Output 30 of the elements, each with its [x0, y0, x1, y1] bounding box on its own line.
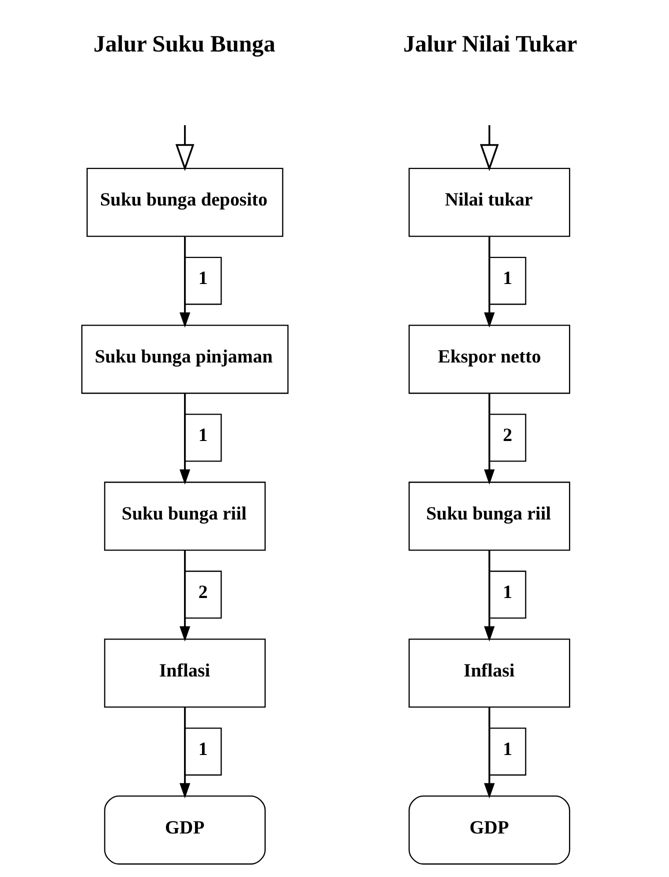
- node-box: Inflasi: [408, 638, 570, 708]
- node-box: GDP: [104, 796, 266, 865]
- arrow: [180, 236, 190, 328]
- node-box: Inflasi: [104, 638, 266, 708]
- edge-label: 1: [502, 268, 512, 290]
- edge-label: 2: [502, 425, 512, 446]
- arrow: [175, 125, 194, 172]
- node-box: Suku bunga riil: [408, 482, 570, 551]
- edge-label: 1: [502, 738, 512, 760]
- label: Jalur Suku Bunga: [94, 32, 276, 58]
- node-box: Ekspor netto: [408, 324, 570, 394]
- edge-label: 2: [198, 582, 208, 603]
- edge-label: 1: [198, 268, 208, 290]
- node-box: Suku bunga pinjaman: [81, 324, 289, 394]
- arrow: [484, 394, 495, 485]
- arrow: [180, 550, 190, 642]
- arrow: [484, 550, 495, 642]
- label: Jalur Nilai Tukar: [403, 32, 578, 58]
- arrow: [484, 236, 495, 328]
- node-box: Suku bunga riil: [104, 482, 266, 551]
- node-box: Suku bunga deposito: [86, 168, 284, 237]
- arrow: [484, 707, 495, 798]
- edge-label: 1: [198, 425, 208, 446]
- node-box: Nilai tukar: [408, 168, 570, 237]
- node-box: GDP: [408, 796, 570, 865]
- arrow: [180, 707, 190, 798]
- arrow: [180, 394, 190, 485]
- arrow: [480, 125, 499, 172]
- edge-label: 1: [502, 582, 512, 603]
- edge-label: 1: [198, 738, 208, 760]
